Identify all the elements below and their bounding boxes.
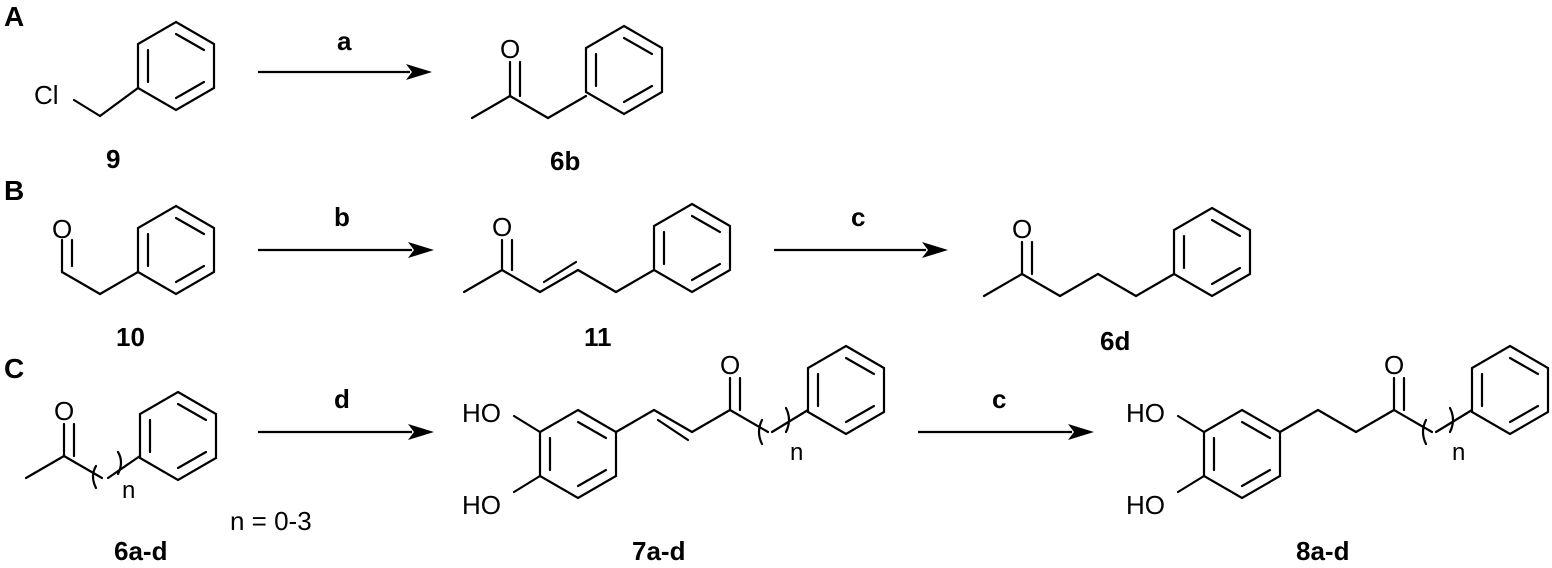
reagent-c-row-c: c [992,384,1006,414]
compound-label-7a-d: 7a-d [632,536,685,566]
compound-6a-d-structure [24,390,218,490]
panel-label-a: A [4,1,24,32]
reagent-d: d [334,384,350,414]
atom-o-7a-d: O [720,350,740,380]
atom-o-10: O [52,214,72,244]
compound-7a-d-structure [512,344,886,500]
n-subscript-7a-d: n [790,439,803,466]
atom-o-6d: O [1012,214,1032,244]
n-subscript-8a-d: n [1452,439,1465,466]
reagent-a: a [337,26,352,56]
compound-label-9: 9 [106,144,120,174]
reagent-c-row-b: c [851,202,865,232]
n-subscript-6a-d: n [122,477,135,504]
n-range-note: n = 0-3 [230,506,312,536]
arrow-a [258,64,432,80]
compound-10-structure [60,204,216,296]
compound-11-structure [462,202,732,294]
compound-label-11: 11 [584,322,612,352]
panel-label-c: C [4,353,24,384]
arrow-b [258,242,434,258]
reagent-b: b [334,202,350,232]
atom-o-6a-d: O [54,396,74,426]
compound-label-8a-d: 8a-d [1296,536,1349,566]
arrow-c-row-c [918,424,1094,440]
atom-o-11: O [492,212,512,242]
panel-label-b: B [4,175,24,206]
atom-ho-bottom-7a-d: HO [462,490,501,520]
atom-ho-bottom-8a-d: HO [1126,490,1165,520]
atom-ho-top-8a-d: HO [1126,398,1165,428]
atom-o-6b: O [500,34,520,64]
compound-label-10: 10 [116,322,145,352]
compound-9-structure [72,20,216,118]
arrow-d [258,424,434,440]
compound-label-6d: 6d [1100,326,1130,356]
compound-6d-structure [982,206,1252,298]
arrow-c-row-b [774,242,948,258]
compound-label-6a-d: 6a-d [114,536,167,566]
compound-6b-structure [470,24,664,120]
atom-o-8a-d: O [1384,350,1404,380]
atom-cl: Cl [34,80,59,110]
compound-label-6b: 6b [550,146,580,176]
compound-8a-d-structure [1176,344,1550,500]
atom-ho-top-7a-d: HO [462,398,501,428]
